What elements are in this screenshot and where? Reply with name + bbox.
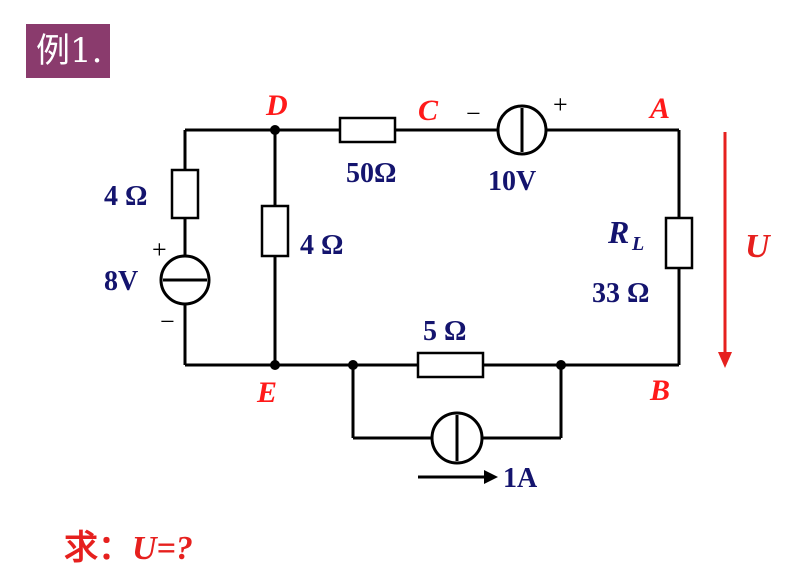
- resistor-top: [338, 116, 397, 144]
- resistor-left: [170, 168, 200, 220]
- sign-source-top-plus: +: [553, 90, 568, 119]
- node-label-e: E: [256, 376, 277, 409]
- label-r-left: 4 Ω: [104, 181, 147, 212]
- question-prefix: 求：: [64, 528, 132, 568]
- resistor-bottom: [416, 351, 485, 379]
- label-source-top: 10V: [488, 166, 536, 197]
- wires: [183, 128, 681, 440]
- junction-d: [270, 125, 280, 135]
- example-title: 例1.: [26, 24, 110, 78]
- label-r-top: 50Ω: [346, 158, 396, 189]
- question-expr: U=?: [132, 530, 193, 567]
- label-voltage-u: U: [745, 228, 772, 265]
- label-r-bottom: 5 Ω: [423, 316, 466, 347]
- label-r-load-symbol: R: [607, 214, 629, 250]
- label-r-middle: 4 Ω: [300, 230, 343, 261]
- label-current-source: 1A: [503, 463, 538, 494]
- junction-bottom-left: [348, 360, 358, 370]
- label-r-load-value: 33 Ω: [592, 278, 649, 309]
- node-label-d: D: [265, 89, 288, 122]
- resistor-load: [664, 216, 694, 270]
- junction-e: [270, 360, 280, 370]
- voltage-arrow-head: [718, 352, 732, 368]
- node-label-a: A: [648, 92, 670, 125]
- label-r-load-subscript: L: [631, 233, 644, 255]
- current-arrow-head: [484, 470, 498, 484]
- sign-source-top-minus: −: [466, 99, 481, 128]
- sign-source-left-plus: +: [152, 235, 167, 264]
- node-label-c: C: [418, 94, 439, 127]
- question-text: 求：U=?: [64, 520, 193, 569]
- node-label-b: B: [649, 374, 670, 407]
- label-source-left: 8V: [104, 266, 138, 297]
- junction-bottom-right: [556, 360, 566, 370]
- sign-source-left-minus: −: [160, 307, 175, 336]
- resistor-middle: [260, 204, 290, 258]
